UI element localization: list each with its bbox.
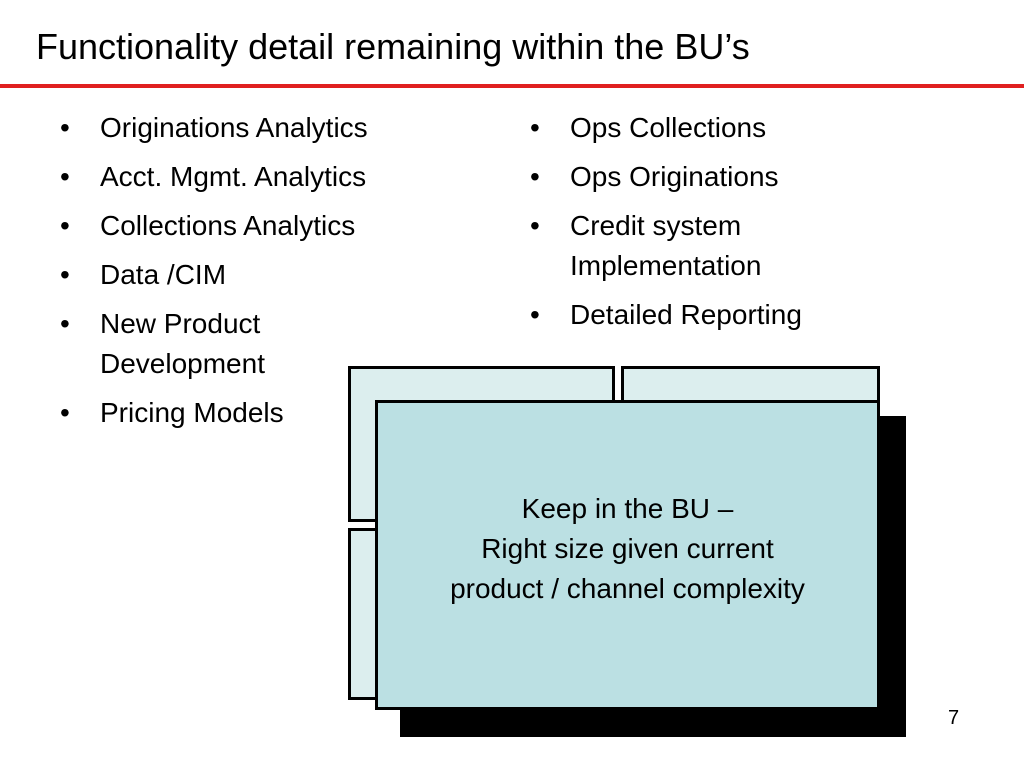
right-bullet-list: •Ops Collections •Ops Originations •Cred… bbox=[530, 108, 910, 344]
bullet-icon: • bbox=[60, 161, 70, 192]
list-item: •Originations Analytics bbox=[60, 108, 440, 148]
left-bullet-list: •Originations Analytics •Acct. Mgmt. Ana… bbox=[60, 108, 440, 442]
bullet-icon: • bbox=[530, 299, 540, 330]
bullet-icon: • bbox=[60, 112, 70, 143]
slide-number: 7 bbox=[948, 707, 960, 729]
list-item: •Detailed Reporting bbox=[530, 295, 910, 335]
bullet-icon: • bbox=[60, 259, 70, 290]
bullet-icon: • bbox=[530, 112, 540, 143]
list-item: •Data /CIM bbox=[60, 255, 440, 295]
bullet-icon: • bbox=[60, 210, 70, 241]
callout-text: Keep in the BU – Right size given curren… bbox=[450, 493, 805, 604]
list-item: •Acct. Mgmt. Analytics bbox=[60, 157, 440, 197]
list-item: •Ops Originations bbox=[530, 157, 910, 197]
title-divider bbox=[0, 84, 1024, 88]
list-item: •Pricing Models bbox=[60, 393, 440, 433]
bullet-icon: • bbox=[530, 210, 540, 241]
slide-title: Functionality detail remaining within th… bbox=[36, 26, 750, 67]
callout-box: Keep in the BU – Right size given curren… bbox=[375, 400, 880, 710]
list-item: •Ops Collections bbox=[530, 108, 910, 148]
bullet-icon: • bbox=[60, 308, 70, 339]
bullet-icon: • bbox=[60, 397, 70, 428]
bullet-icon: • bbox=[530, 161, 540, 192]
list-item: •Collections Analytics bbox=[60, 206, 440, 246]
